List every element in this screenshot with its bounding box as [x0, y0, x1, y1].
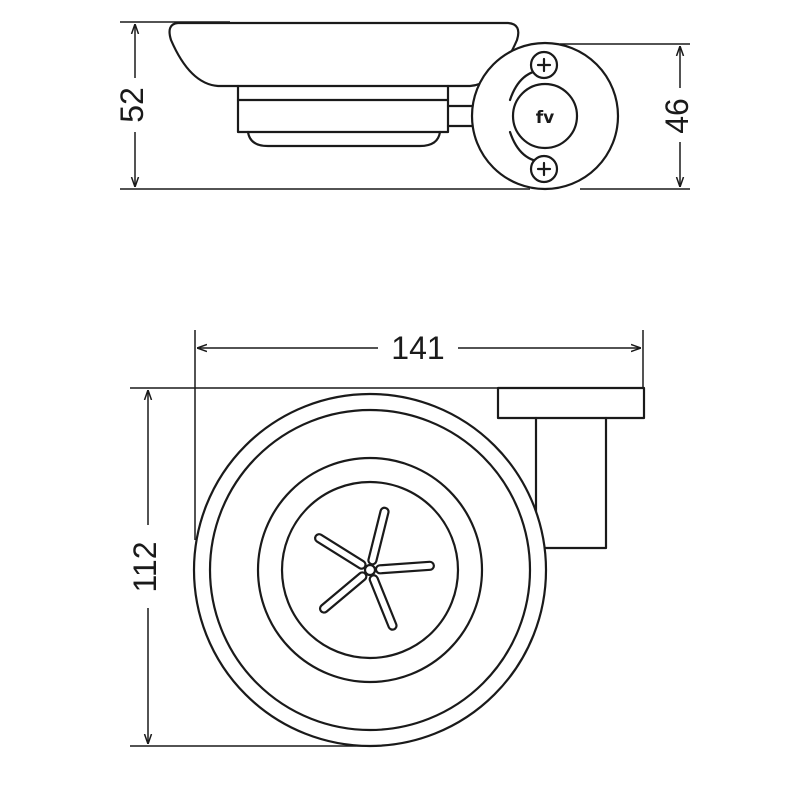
arm-post-top [534, 416, 608, 550]
top-view: 141 112 [127, 330, 646, 748]
drain-star-icon [314, 506, 435, 631]
dim-label-46: 46 [659, 98, 695, 134]
dish-holder-side [236, 98, 450, 134]
dim-label-112: 112 [127, 541, 163, 592]
wall-flange-top [496, 386, 646, 420]
screw-top-icon [529, 50, 559, 80]
dish-inner-rim [208, 408, 532, 732]
dish-well-outer [256, 456, 484, 684]
dish-well-inner [280, 480, 460, 660]
dish-bowl-side [168, 21, 520, 88]
screw-bottom-icon [529, 154, 559, 184]
dish-holder-foot [246, 130, 442, 148]
dim-label-52: 52 [114, 87, 150, 123]
logo-text: fv [536, 108, 554, 128]
dim-label-141: 141 [391, 330, 444, 366]
logo-cap [511, 82, 579, 150]
side-view: 52 46 fv [114, 21, 695, 191]
